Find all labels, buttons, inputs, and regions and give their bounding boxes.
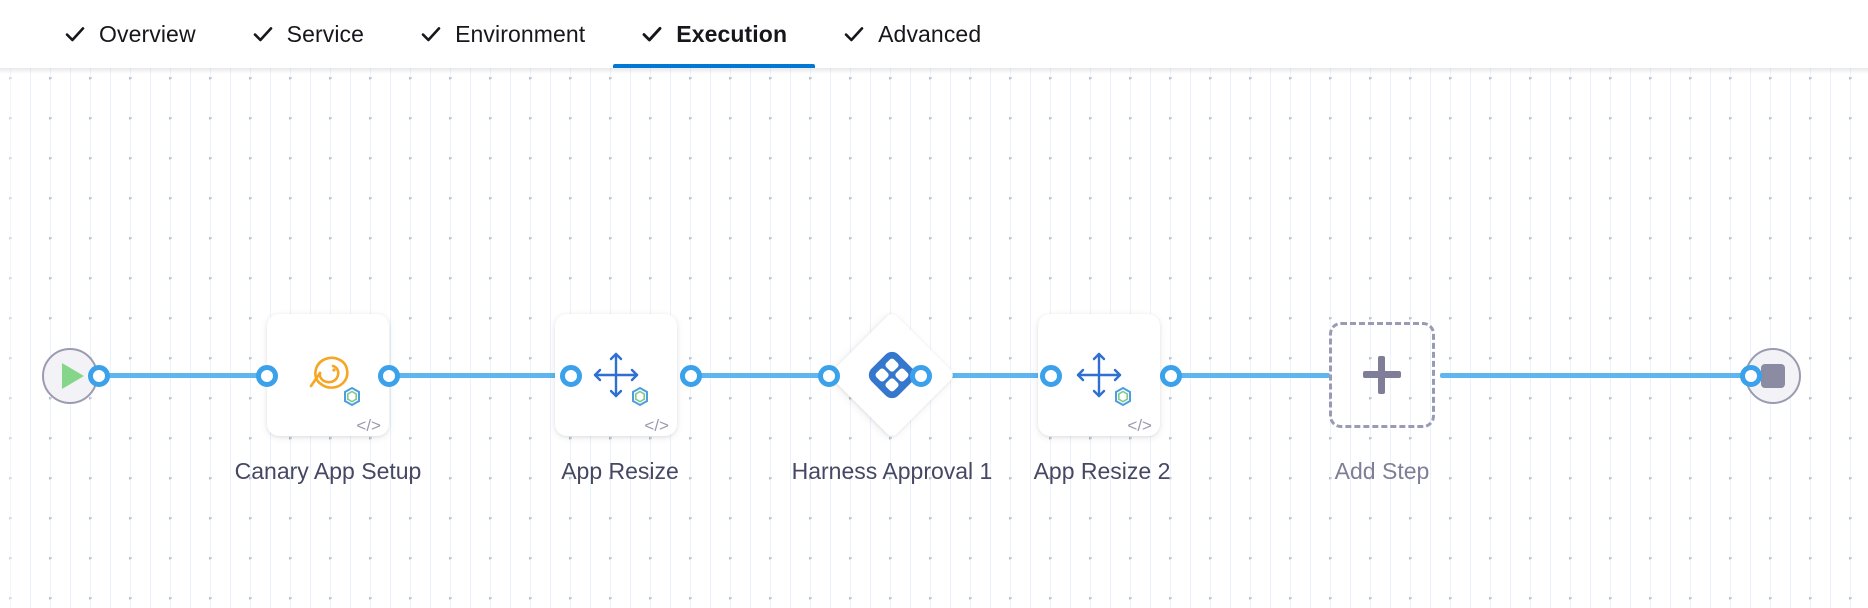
port-canary-in[interactable] [256,365,278,387]
tab-label: Service [286,20,365,47]
step-label-app-resize: App Resize [561,458,679,484]
tab-execution[interactable]: Execution [613,0,815,68]
step-label-app-resize-2: App Resize 2 [1033,458,1171,484]
tab-overview[interactable]: Overview [36,0,224,68]
tab-label: Advanced [878,20,982,47]
connector-resize-to-approval [680,373,820,378]
add-step-node[interactable] [1329,322,1435,428]
config-badge-icon [341,386,363,408]
approval-diamond[interactable] [828,311,956,439]
config-badge-icon [1112,386,1134,408]
check-icon [843,23,865,45]
port-approval-in[interactable] [818,365,840,387]
config-badge-icon [629,386,651,408]
port-approval-out[interactable] [910,365,932,387]
resize-arrows-icon [587,346,648,407]
check-icon [252,23,274,45]
step-card[interactable]: </> [267,314,389,436]
port-resize2-in[interactable] [1040,365,1062,387]
port-canary-out[interactable] [378,365,400,387]
tab-environment[interactable]: Environment [392,0,613,68]
add-step-label: Add Step [1334,458,1430,484]
step-label-harness-approval-1: Harness Approval 1 [791,458,993,484]
code-view-icon[interactable]: </> [356,416,381,435]
canvas-left-fade [0,68,14,608]
harness-logo-icon [866,349,918,401]
tab-label: Overview [99,20,196,47]
connector-start-to-canary [92,373,272,378]
step-label-canary-app-setup: Canary App Setup [234,458,422,484]
tab-label: Execution [676,20,788,47]
plus-icon [1363,356,1401,394]
execution-pipeline-graph: </> Canary App Setup [0,68,1868,608]
connector-approval-to-resize2 [910,373,1060,378]
canary-bird-icon [299,346,360,407]
add-step-button[interactable] [1329,322,1435,428]
connector-addstep-to-end [1440,373,1750,378]
stop-icon [1761,364,1785,388]
wizard-tab-bar: Overview Service Environment Execution A… [0,0,1868,68]
connector-resize2-to-addstep [1160,373,1330,378]
tab-service[interactable]: Service [224,0,392,68]
pipeline-canvas[interactable]: </> Canary App Setup [0,68,1868,608]
connector-canary-to-resize [378,373,576,378]
port-resize-in[interactable] [560,365,582,387]
check-icon [641,23,663,45]
check-icon [64,23,86,45]
step-node-harness-approval-1[interactable] [828,311,956,439]
tab-label: Environment [455,20,586,47]
step-node-canary-app-setup[interactable]: </> [267,314,389,436]
port-resize2-out[interactable] [1160,365,1182,387]
play-icon [62,363,84,389]
code-view-icon[interactable]: </> [644,416,669,435]
port-start-out[interactable] [88,365,110,387]
resize-arrows-icon [1070,346,1131,407]
code-view-icon[interactable]: </> [1127,416,1152,435]
port-resize-out[interactable] [680,365,702,387]
port-end-in[interactable] [1740,365,1762,387]
tab-advanced[interactable]: Advanced [815,0,1009,68]
check-icon [420,23,442,45]
